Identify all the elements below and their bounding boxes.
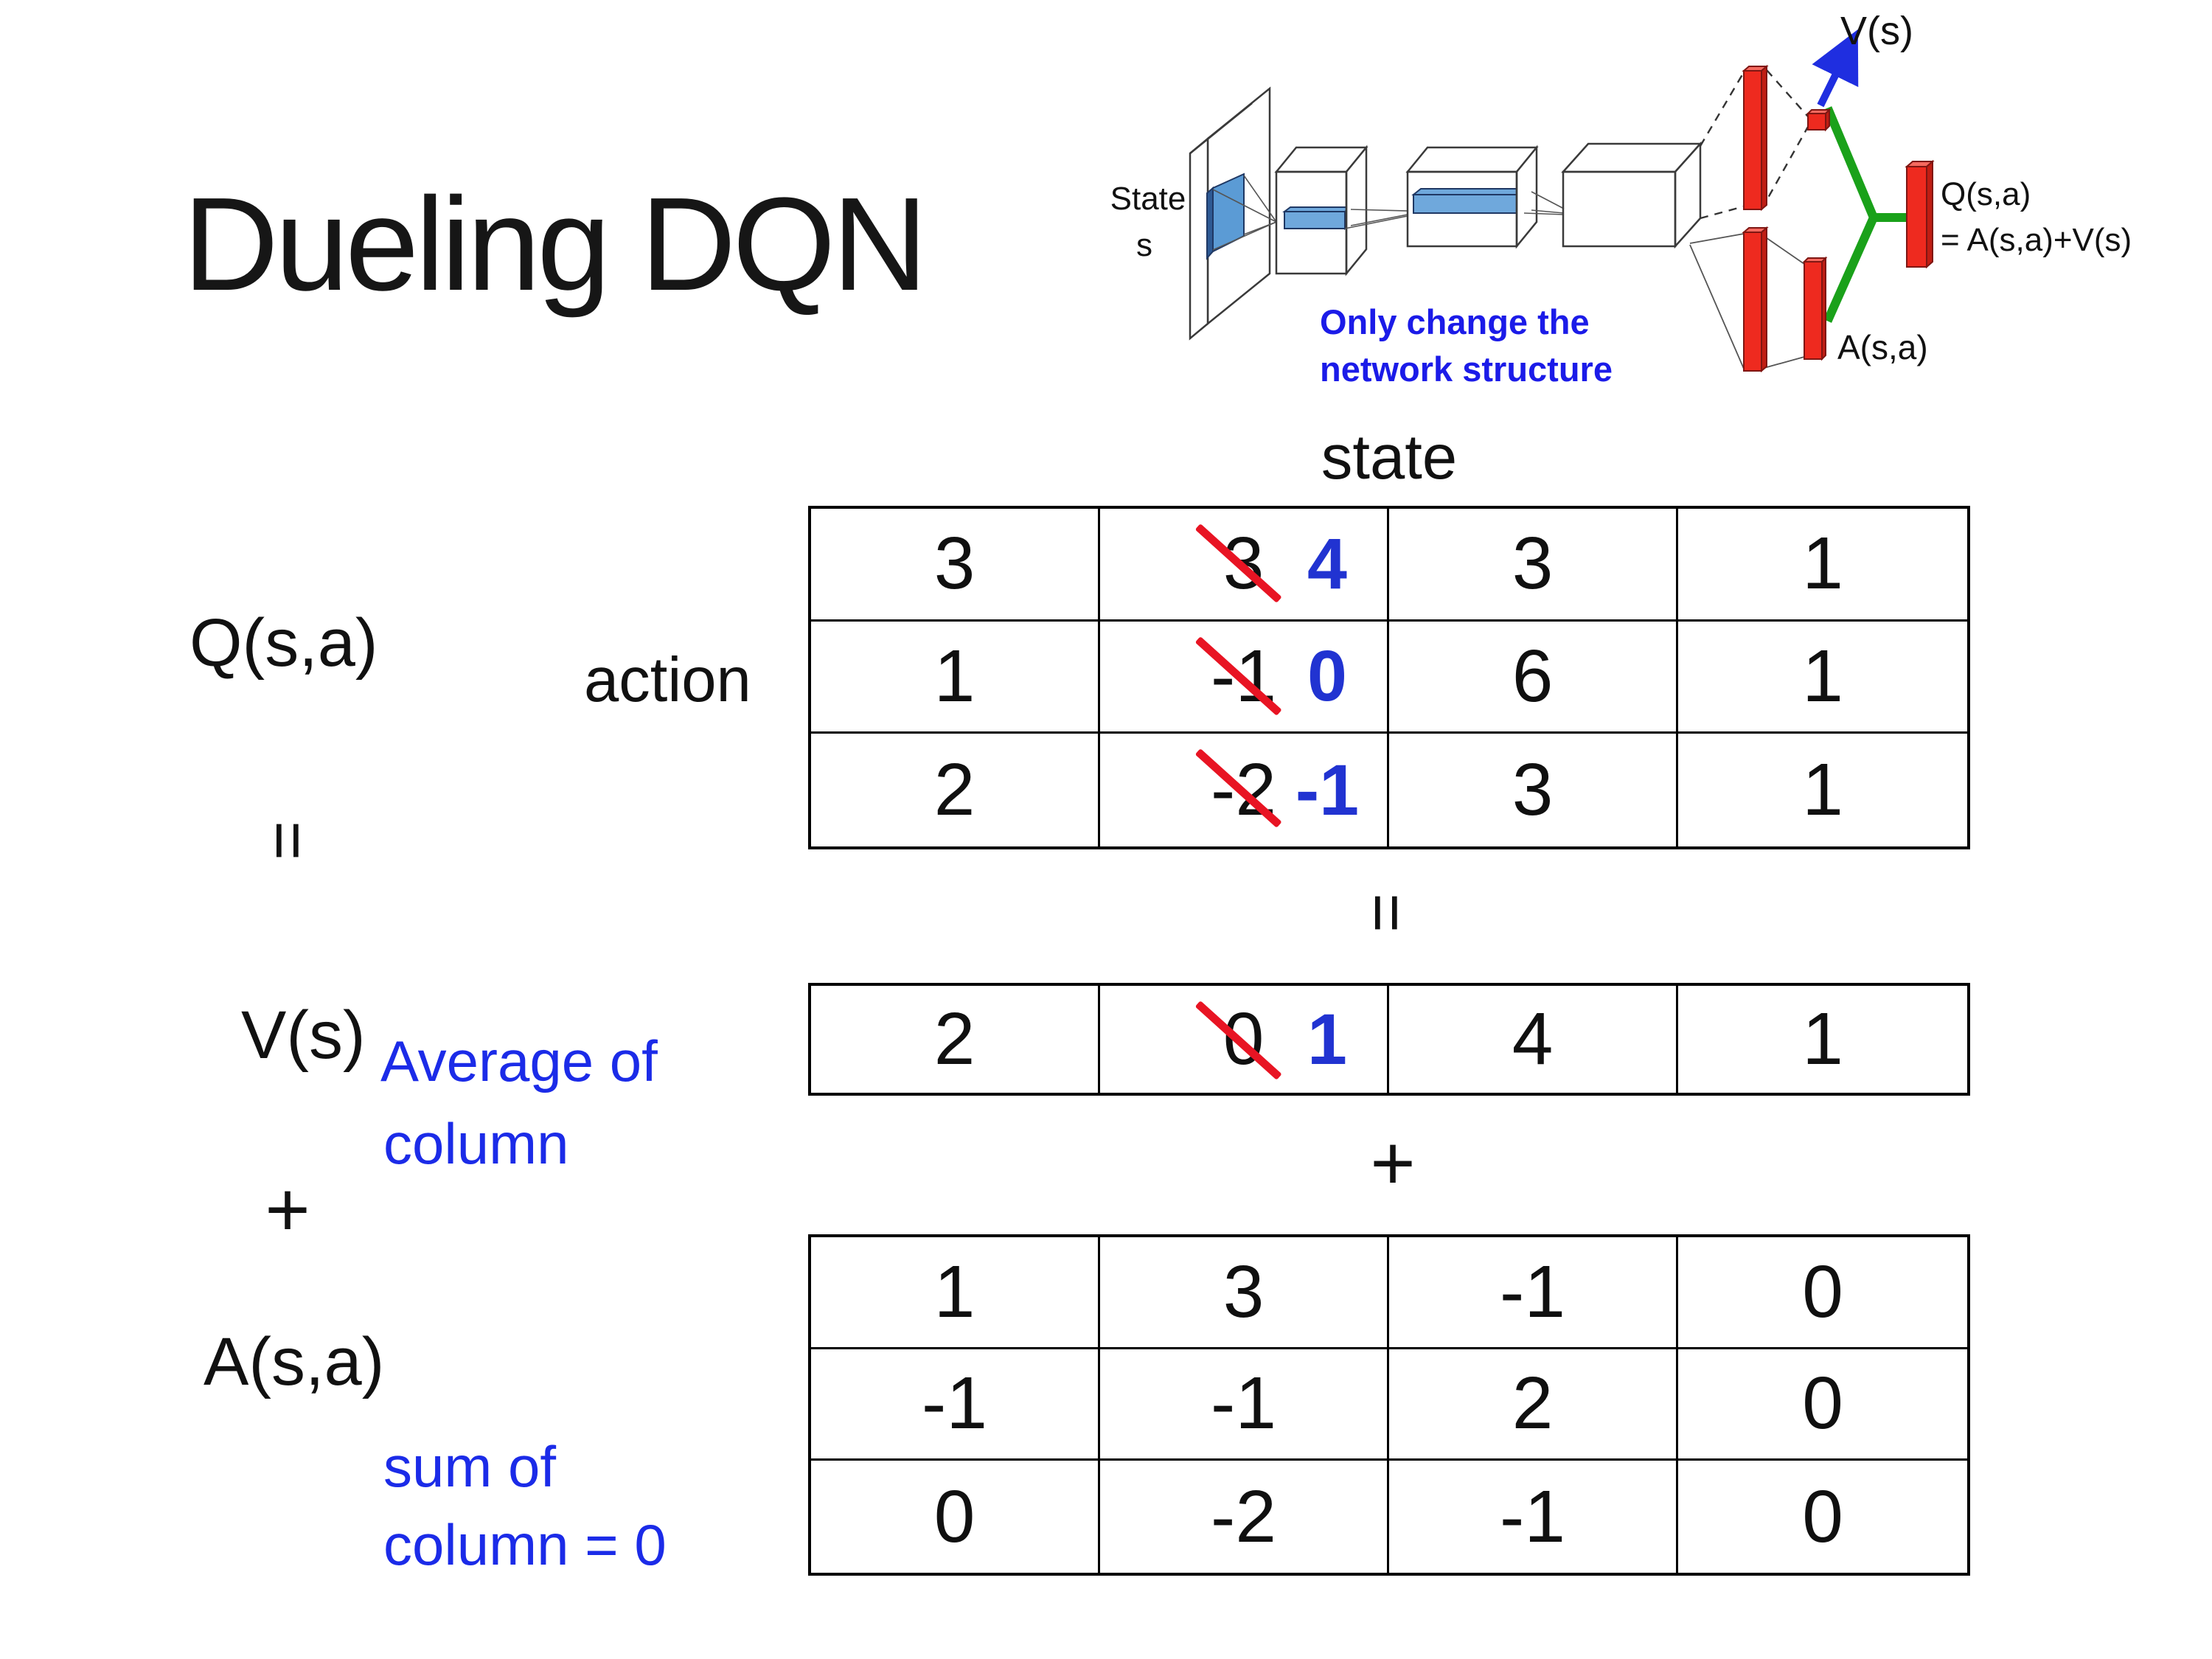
v-scalar-node <box>1806 108 1832 132</box>
corrected-value: 4 <box>1307 523 1347 604</box>
a-cell-r0c1: 3 <box>1100 1237 1389 1349</box>
table-value: -1 <box>1500 1250 1565 1333</box>
fc-bar-v-stream <box>1742 64 1769 212</box>
a-cell-r0c2: -1 <box>1389 1237 1678 1349</box>
table-value: 1 <box>1802 634 1843 717</box>
a-cell-r2c3: 0 <box>1678 1461 1967 1573</box>
a-function-label: A(s,a) <box>204 1324 385 1399</box>
feature-bar-2 <box>1411 187 1534 215</box>
diagram-note-line2: network structure <box>1320 349 1613 389</box>
table-value: 3 <box>1222 1250 1265 1333</box>
a-stream-lines <box>1689 233 1805 369</box>
plus-sign-center: + <box>1370 1120 1416 1206</box>
table-value: 0 <box>1802 1250 1843 1333</box>
table-value: -1 <box>1211 1362 1276 1445</box>
a-cell-r0c0: 1 <box>811 1237 1100 1349</box>
v-cell-r0c1: 01 <box>1100 986 1389 1093</box>
q-cell-r0c2: 3 <box>1389 509 1678 622</box>
table-value: 1 <box>1802 998 1843 1080</box>
a-vector-node <box>1802 256 1828 361</box>
a-cell-r1c0: -1 <box>811 1349 1100 1461</box>
conv-fan-lines-3 <box>1523 191 1565 215</box>
plus-sign-left: + <box>265 1166 310 1253</box>
table-value: 3 <box>1512 522 1554 605</box>
table-value: 1 <box>933 634 975 717</box>
q-cell-r1c0: 1 <box>811 621 1100 734</box>
v-cell-r0c3: 1 <box>1678 986 1967 1093</box>
corrected-value: 1 <box>1307 998 1347 1079</box>
q-cell-r2c3: 1 <box>1678 734 1967 846</box>
table-value: 3 <box>933 522 975 605</box>
table-value: 1 <box>1802 748 1843 832</box>
feature-bar-1 <box>1282 206 1353 230</box>
a-value-table: 1 3 -1 0 -1 -1 2 0 0 -2 -1 0 <box>808 1234 1970 1576</box>
diagram-q-label: Q(s,a) <box>1941 176 2031 212</box>
q-cell-r0c3: 1 <box>1678 509 1967 622</box>
a-cell-r2c2: -1 <box>1389 1461 1678 1573</box>
table-value: 3 <box>1512 748 1554 832</box>
table-value: 6 <box>1512 634 1554 717</box>
fc-bar-a-stream <box>1742 226 1769 373</box>
corrected-value: -1 <box>1295 749 1360 830</box>
q-cell-r1c1: -10 <box>1100 621 1389 734</box>
conv-box-2 <box>1405 145 1539 249</box>
conv-fan-lines-1 <box>1212 175 1277 251</box>
conv-box-1 <box>1274 145 1368 276</box>
diagram-v-label: V(s) <box>1840 9 1913 53</box>
a-cell-r2c1: -2 <box>1100 1461 1389 1573</box>
state-header: state <box>1321 422 1458 493</box>
conv-box-3 <box>1561 141 1703 249</box>
page-title: Dueling DQN <box>183 170 928 319</box>
table-value: 0 <box>1802 1362 1843 1445</box>
average-note-line1: Average of <box>380 1029 658 1093</box>
table-value: -1 <box>922 1362 987 1445</box>
table-value: 0 <box>1802 1475 1843 1558</box>
merge-junction <box>1823 106 1914 323</box>
average-note-line2: column <box>383 1111 569 1176</box>
v-stream-dashed-lines <box>1699 69 1809 220</box>
q-cell-r1c3: 1 <box>1678 622 1967 734</box>
corrected-value: 0 <box>1307 636 1347 717</box>
q-cell-r2c2: 3 <box>1389 734 1678 846</box>
v-output-arrow <box>1812 29 1859 108</box>
v-cell-r0c0: 2 <box>811 986 1100 1093</box>
v-value-table: 2 01 4 1 <box>808 983 1970 1096</box>
table-value: 2 <box>933 998 975 1080</box>
q-cell-r0c1: 34 <box>1100 509 1389 622</box>
diagram-state-s: s <box>1136 227 1152 263</box>
v-cell-r0c2: 4 <box>1389 986 1678 1093</box>
table-value: -1 <box>1500 1475 1565 1558</box>
diagram-q-formula: = A(s,a)+V(s) <box>1941 222 2132 258</box>
q-cell-r2c0: 2 <box>811 734 1100 846</box>
diagram-a-label: A(s,a) <box>1837 328 1928 366</box>
a-cell-r0c3: 0 <box>1678 1237 1967 1349</box>
table-value: 2 <box>933 748 975 832</box>
action-header: action <box>584 645 751 715</box>
sum-note-line1: sum of <box>383 1434 557 1499</box>
sum-note-line2: column = 0 <box>383 1512 667 1577</box>
q-cell-r0c0: 3 <box>811 509 1100 622</box>
q-cell-r1c2: 6 <box>1389 621 1678 734</box>
q-function-label: Q(s,a) <box>189 605 378 681</box>
equals-sign-left: = <box>250 821 326 860</box>
table-value: 1 <box>1802 522 1843 605</box>
equals-sign-center: = <box>1349 893 1425 933</box>
conv-fan-lines-2 <box>1344 209 1408 229</box>
table-value: 1 <box>933 1250 975 1333</box>
table-value: 0 <box>933 1475 975 1558</box>
a-cell-r1c3: 0 <box>1678 1349 1967 1461</box>
a-cell-r1c1: -1 <box>1100 1349 1389 1461</box>
q-cell-r2c1: -2-1 <box>1100 734 1389 846</box>
v-function-label: V(s) <box>241 998 366 1073</box>
table-value: 2 <box>1512 1362 1554 1445</box>
a-cell-r2c0: 0 <box>811 1461 1100 1573</box>
table-value: 4 <box>1512 998 1554 1080</box>
table-value: -2 <box>1211 1475 1276 1558</box>
diagram-note-line1: Only change the <box>1320 302 1590 341</box>
a-cell-r1c2: 2 <box>1389 1349 1678 1461</box>
diagram-state-label: State <box>1110 181 1186 217</box>
dueling-network-diagram: V(s) Q(s,a) = A(s,a)+V(s) A(s,a) State s… <box>1110 9 2132 389</box>
q-output-bar <box>1905 159 1935 269</box>
